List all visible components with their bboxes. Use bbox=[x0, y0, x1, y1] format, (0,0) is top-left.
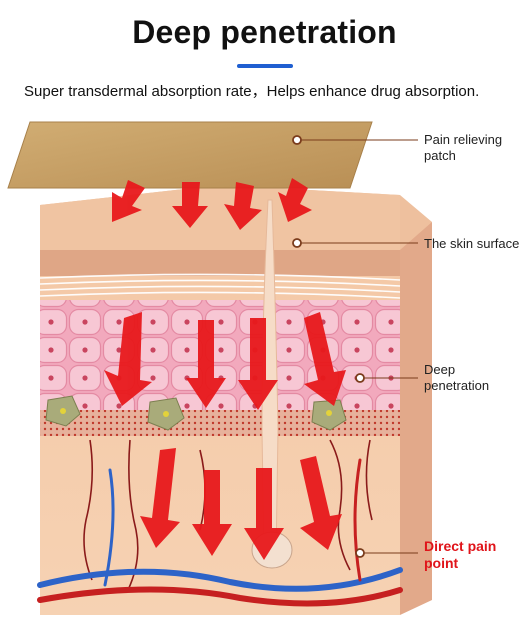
epidermis-band bbox=[40, 250, 400, 276]
label-deep-penetration: Deep penetration bbox=[424, 362, 490, 393]
melanocytes bbox=[45, 395, 347, 431]
basal-layer bbox=[40, 410, 400, 436]
title-underline bbox=[237, 64, 293, 68]
pain-patch bbox=[8, 122, 372, 188]
subtitle: Super transdermal absorption rate，Helps … bbox=[24, 83, 480, 100]
block-side-face bbox=[400, 222, 432, 615]
label-patch: Pain relieving patch bbox=[424, 132, 503, 163]
label-direct-pain-point: Direct pain point bbox=[424, 538, 497, 571]
downward-arrow-icon bbox=[104, 178, 346, 560]
label-skin-surface: The skin surface bbox=[424, 236, 520, 251]
stratum-lines bbox=[39, 273, 401, 299]
page-title: Deep penetration bbox=[132, 14, 397, 50]
cell-layer bbox=[40, 300, 400, 415]
callout-dot-icon bbox=[292, 135, 418, 558]
blood-vessels bbox=[37, 458, 403, 607]
